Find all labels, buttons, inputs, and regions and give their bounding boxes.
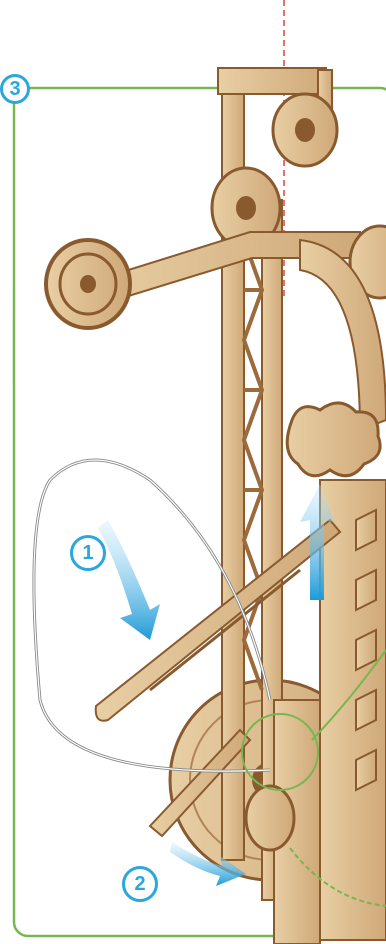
pulley-left xyxy=(46,240,130,328)
gear-rack xyxy=(320,480,386,940)
callout-1: 1 xyxy=(70,535,106,571)
cloud-part xyxy=(287,403,380,476)
pulley-bottom xyxy=(246,786,294,850)
arrow-down xyxy=(98,520,160,640)
pulley-top xyxy=(273,94,337,166)
callout-2: 2 xyxy=(122,866,158,902)
step-number-badge: 3 xyxy=(0,74,30,104)
